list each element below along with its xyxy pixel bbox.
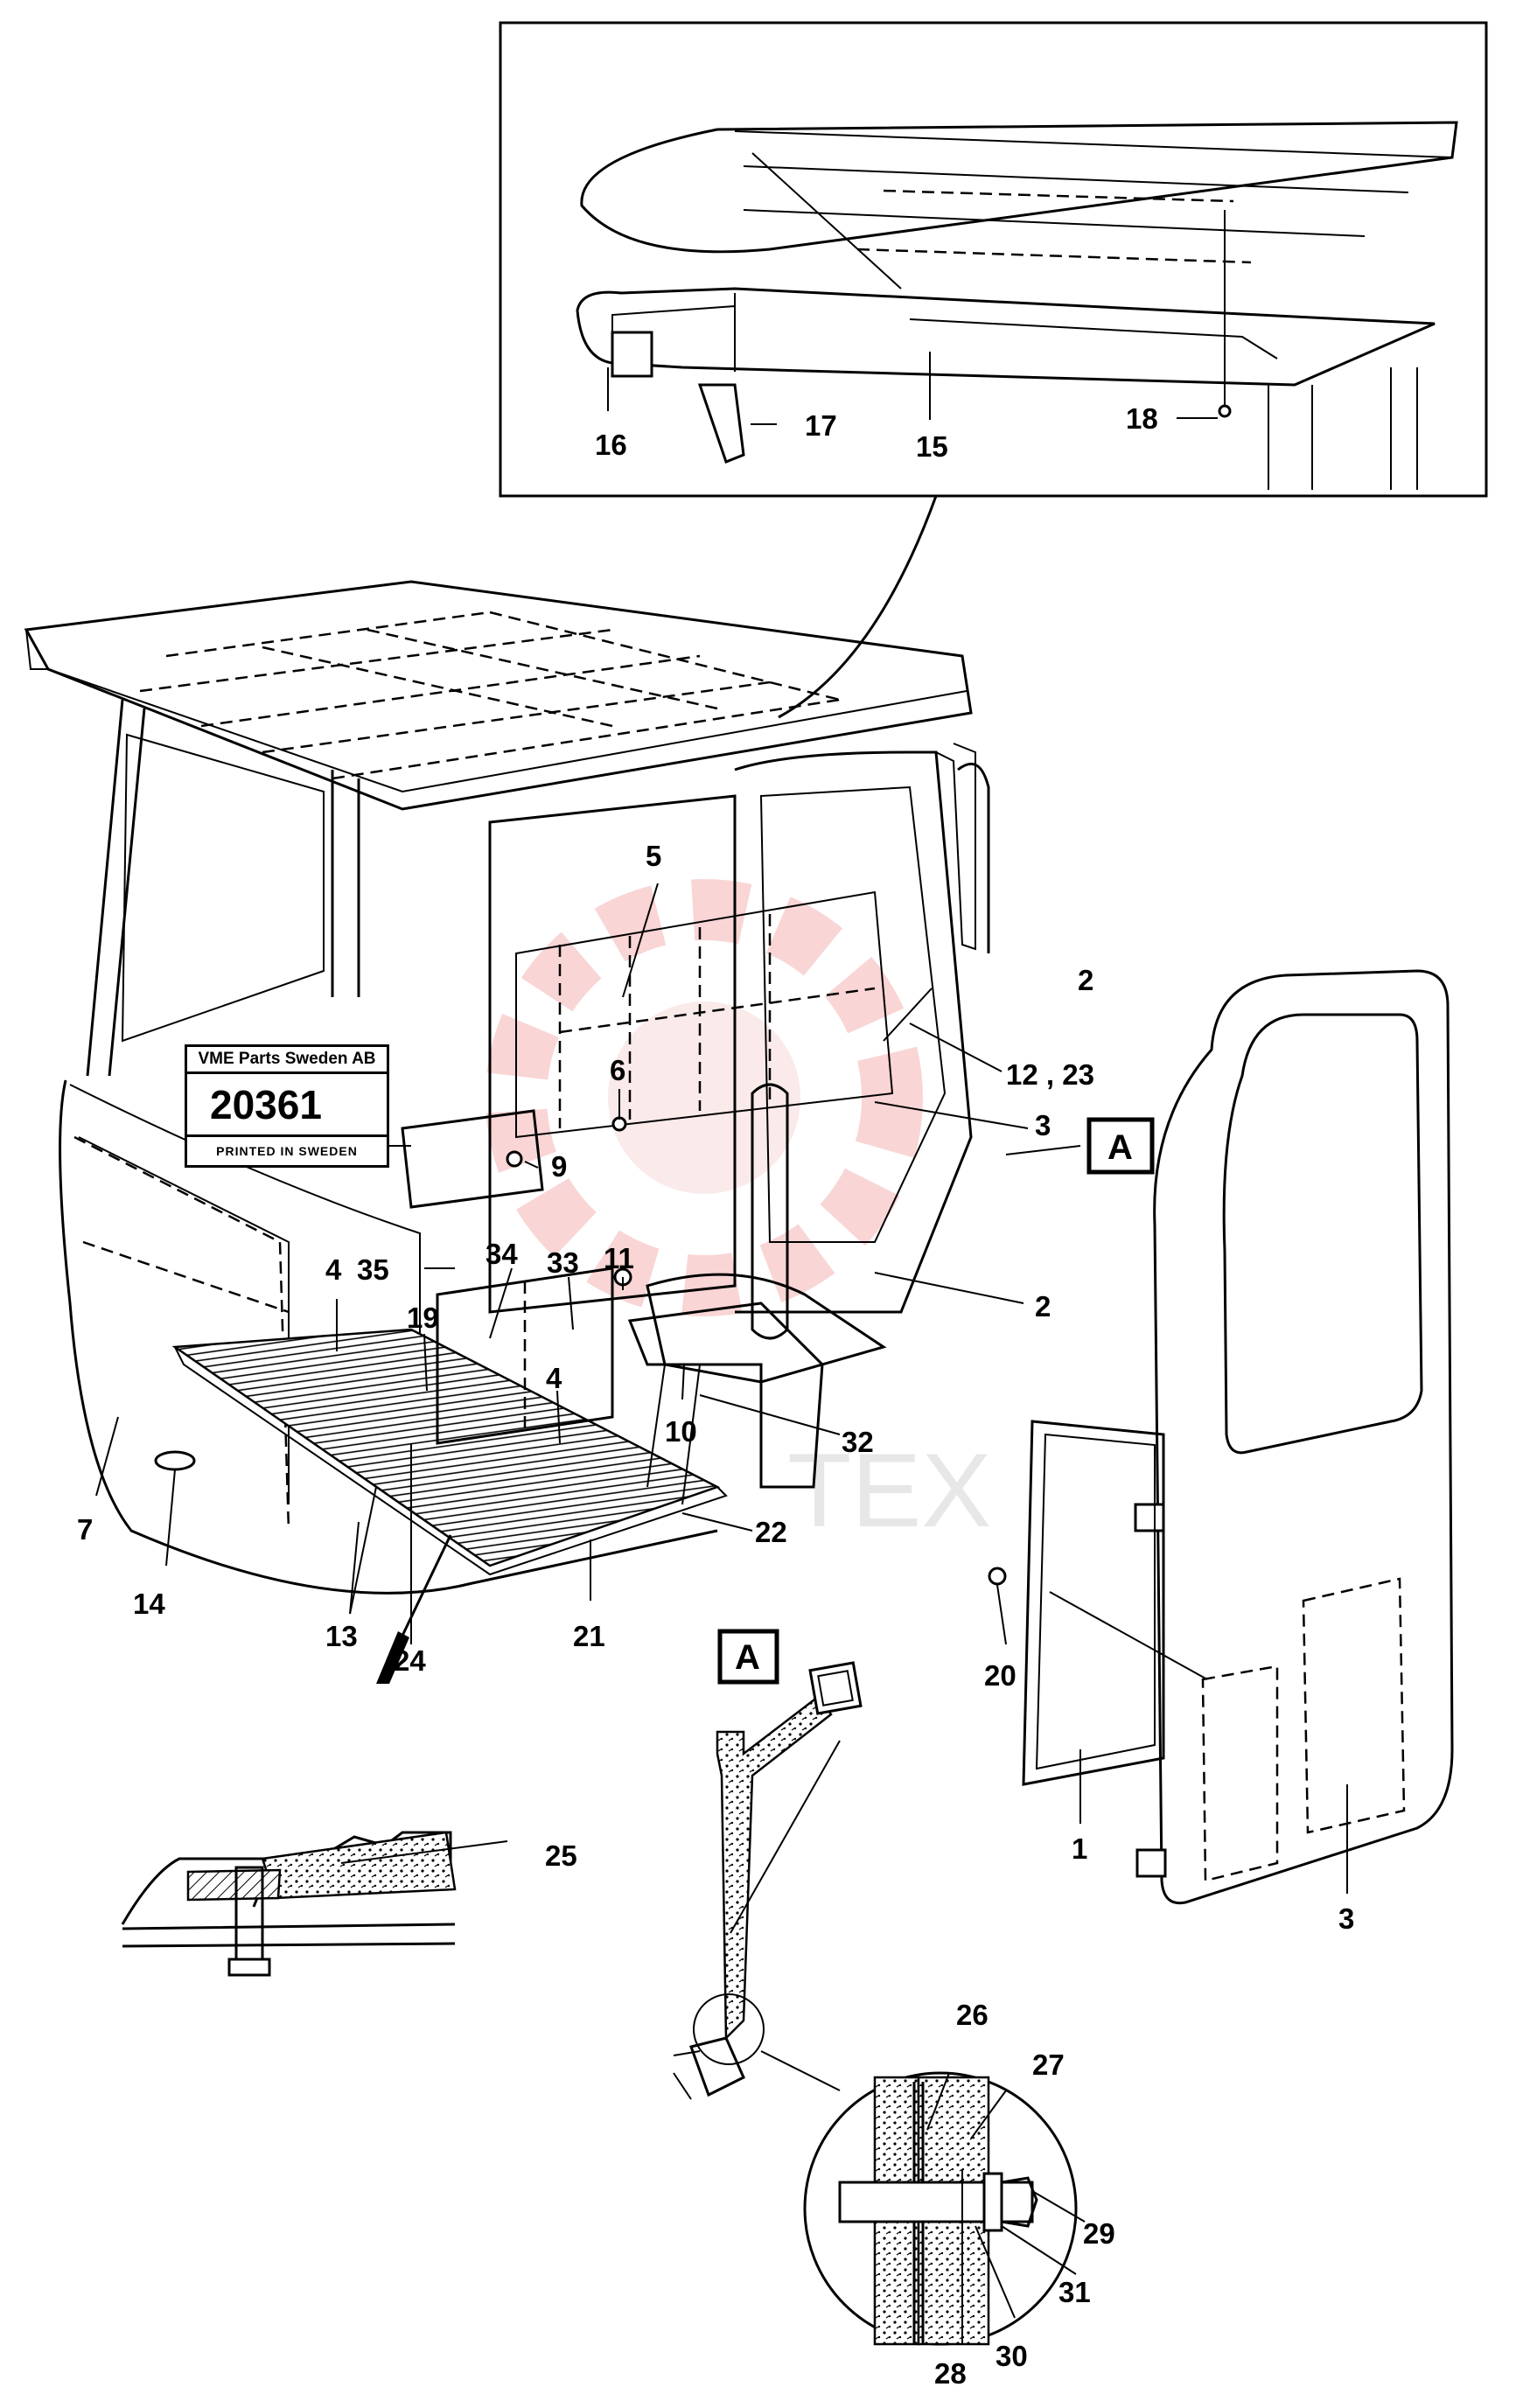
callout-34: 34	[486, 1238, 518, 1270]
callout-7: 7	[77, 1513, 93, 1546]
section-A-label-main: A	[1107, 1128, 1133, 1167]
callout-3-upper: 3	[1035, 1109, 1051, 1141]
callout-35: 35	[357, 1253, 389, 1286]
callout-14: 14	[133, 1588, 165, 1620]
callout-13: 13	[325, 1620, 358, 1652]
stamp-number: 20361	[187, 1074, 387, 1137]
bolt-joint-detail	[803, 2071, 1086, 2346]
callout-17: 17	[805, 409, 837, 442]
section-A-marker-main: A	[1086, 1117, 1155, 1175]
callout-27: 27	[1032, 2049, 1065, 2081]
callout-25: 25	[545, 1839, 577, 1872]
callout-1: 1	[1072, 1832, 1087, 1865]
callout-31: 31	[1058, 2276, 1091, 2308]
callout-24: 24	[394, 1644, 426, 1677]
callout-11: 11	[604, 1242, 634, 1274]
callout-33: 33	[547, 1246, 579, 1279]
stamp-company: VME Parts Sweden AB	[187, 1047, 387, 1074]
leader-lines	[95, 883, 1348, 1894]
callout-19: 19	[407, 1302, 439, 1334]
callout-29: 29	[1083, 2217, 1115, 2250]
callout-4-center: 4	[546, 1362, 562, 1394]
callout-12-23: 12 , 23	[1006, 1058, 1094, 1091]
roof-detail-inset: 16 17 15 18	[499, 21, 1488, 498]
callout-9: 9	[551, 1150, 567, 1183]
cab-door	[988, 969, 1454, 1905]
callout-30: 30	[996, 2340, 1028, 2372]
callout-15: 15	[916, 430, 948, 463]
callout-22: 22	[755, 1516, 787, 1548]
callout-3-door: 3	[1338, 1902, 1354, 1935]
watermark-text: TEX	[787, 1432, 991, 1549]
callout-2-lower: 2	[1035, 1290, 1051, 1323]
callout-6: 6	[610, 1054, 625, 1086]
step-section-A	[673, 1661, 863, 2100]
section-A-marker-detail: A	[717, 1629, 779, 1685]
floor-section-detail	[121, 1534, 508, 1977]
callout-18: 18	[1126, 402, 1158, 435]
callout-26: 26	[956, 1999, 989, 2031]
section-A-label-detail: A	[735, 1638, 760, 1677]
callout-16: 16	[595, 429, 627, 461]
callout-2-upper: 2	[1078, 964, 1093, 996]
callout-21: 21	[573, 1620, 605, 1652]
stamp-printed: PRINTED IN SWEDEN	[216, 1144, 358, 1158]
callout-4-left: 4	[325, 1253, 342, 1286]
cab-assembly	[24, 580, 990, 1595]
callout-10: 10	[665, 1415, 697, 1448]
callout-labels: 5 2 12 , 23 6 3 8 9 A 4 35 34 33 11 2 19…	[77, 840, 1354, 2390]
title-stamp: VME Parts Sweden AB 20361 PRINTED IN SWE…	[185, 1044, 389, 1168]
callout-20: 20	[984, 1659, 1016, 1692]
callout-28: 28	[934, 2357, 967, 2390]
callout-32: 32	[842, 1426, 874, 1458]
callout-5: 5	[646, 840, 661, 872]
